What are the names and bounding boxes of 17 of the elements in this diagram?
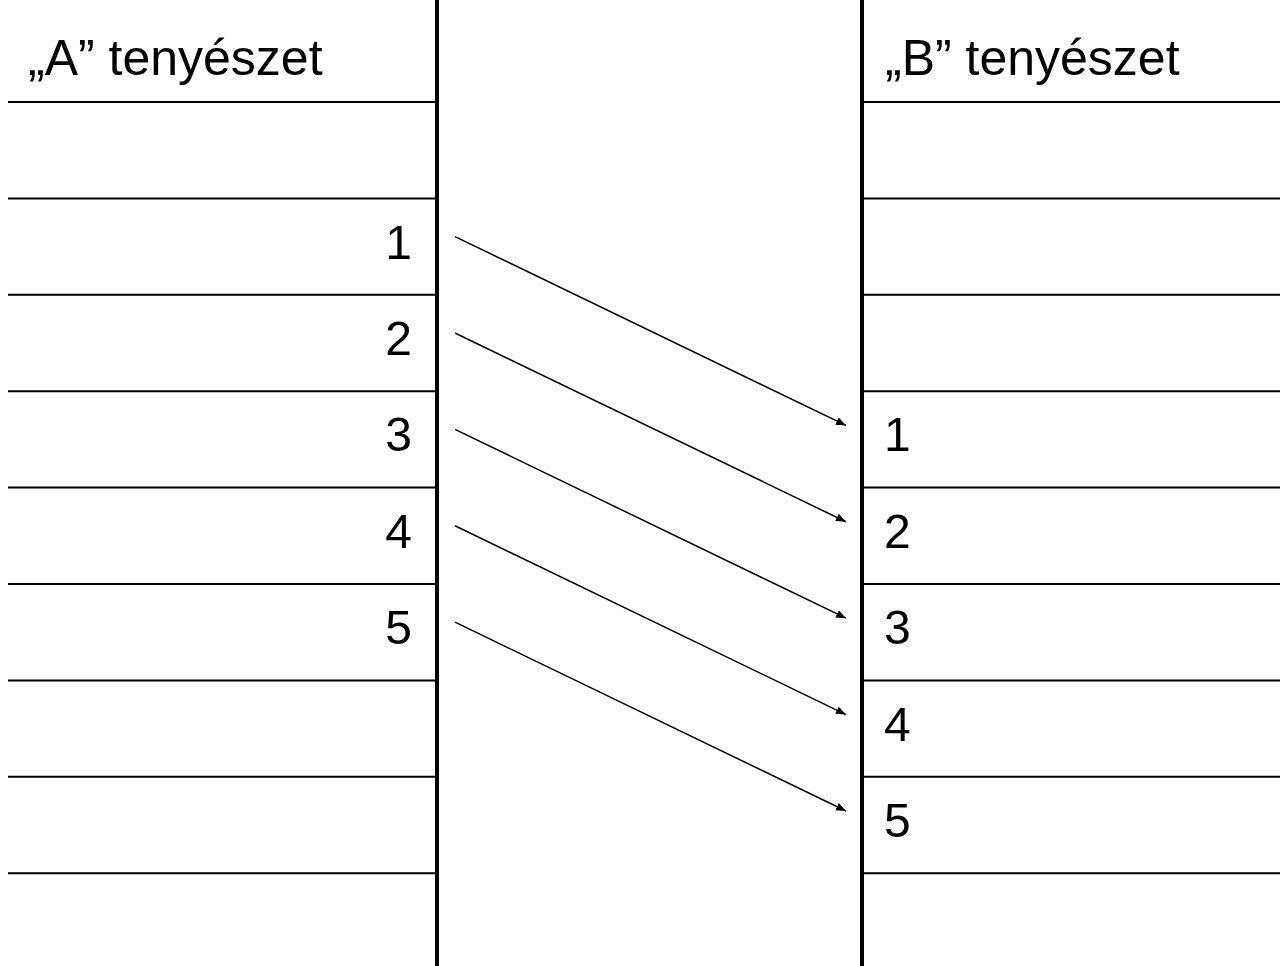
column-header: „B” tenyészet (885, 30, 1180, 86)
row-number: 3 (385, 407, 412, 464)
row-number: 3 (884, 600, 911, 657)
arrow (454, 428, 847, 619)
column-header: „A” tenyészet (28, 30, 323, 86)
arrow (454, 332, 847, 523)
row-number: 1 (385, 214, 412, 271)
row-number: 5 (884, 793, 911, 849)
row-number: 2 (884, 503, 911, 560)
row-number: 4 (884, 696, 911, 753)
arrow (454, 621, 847, 812)
arrow (454, 235, 847, 427)
row-number: 1 (884, 407, 911, 464)
row-number: 5 (385, 600, 412, 657)
row-number: 4 (385, 503, 412, 560)
row-number: 2 (385, 311, 412, 367)
arrow (454, 525, 847, 716)
